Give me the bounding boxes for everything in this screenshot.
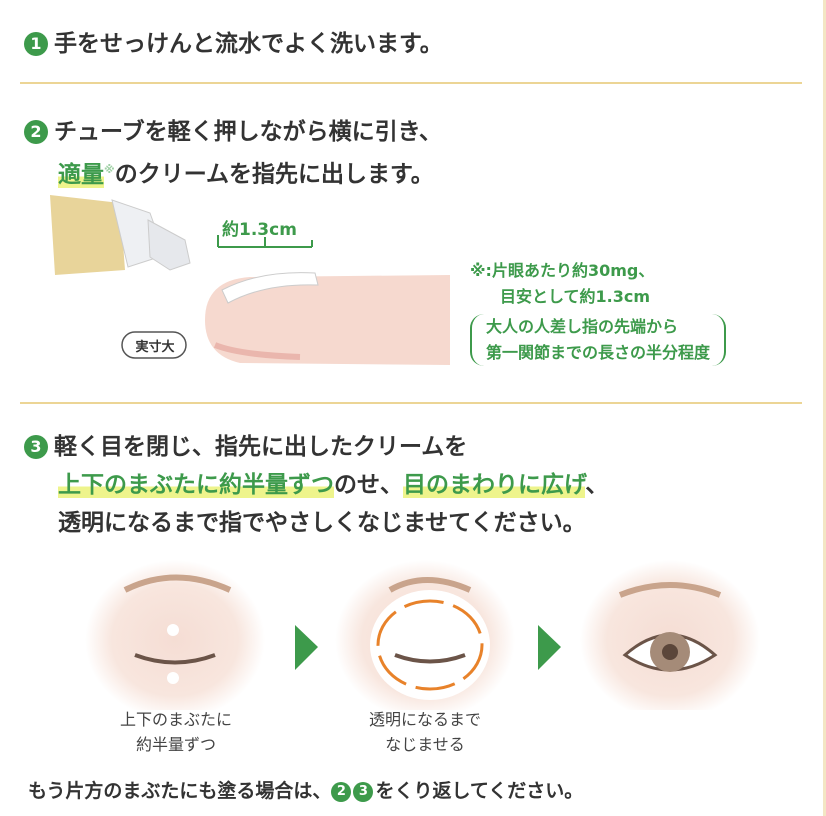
ruler-icon [217,235,313,248]
note-line1: ※:片眼あたり約30mg、 [470,261,655,280]
amount-note: ※:片眼あたり約30mg、 目安として約1.3cm 大人の人差し指の先端から 第… [470,258,727,366]
step-number-1: 1 [24,32,48,56]
highlight-half: 上下のまぶたに約半量ずつ [58,472,334,498]
finger-icon [205,275,450,365]
step-2-line2: のクリームを指先に出します。 [114,161,434,188]
step-number-2: 2 [331,782,352,802]
arrow-right-icon [538,625,561,670]
step-1-text: 手をせっけんと流水でよく洗います。 [54,31,443,57]
step-number-3: 3 [24,435,48,459]
open-eye-icon [580,560,760,710]
step-3-line2-end: 、 [585,472,609,498]
actual-size-label: 実寸大 [135,340,175,355]
highlight-spread: 目のまわりに広げ [403,472,586,498]
tube-finger-illustration [50,195,450,365]
caption-1-line1: 上下のまぶたに [119,710,232,729]
closed-eye-icon [85,560,265,710]
highlight-amount: 適量 [58,161,104,188]
arrow-right-icon [295,625,318,670]
note-paren-line1: 大人の人差し指の先端から [486,317,679,336]
spreading-eye-icon [335,560,515,710]
step-3-line2-mid: のせ、 [334,472,403,498]
step-2-line1: チューブを軽く押しながら横に引き、 [54,119,443,145]
divider [20,402,802,404]
note-line2: 目安として約1.3cm [500,287,651,306]
tube-icon [50,195,191,275]
eye-steps-illustration [85,560,760,710]
footer-post: をくり返してください。 [375,780,584,802]
footer-pre: もう片方のまぶたにも塗る場合は、 [28,780,332,802]
step-number-3: 3 [353,782,374,802]
caption-1: 上下のまぶたに約半量ずつ [76,707,276,757]
caption-2-line2: なじませる [385,735,465,754]
step-3-line1: 軽く目を閉じ、指先に出したクリームを [54,434,468,460]
caption-1-line2: 約半量ずつ [135,735,216,754]
note-paren-line2: 第一関節までの長さの半分程度 [486,343,711,362]
caption-2: 透明になるまでなじませる [325,707,525,757]
measure-label: 約1.3cm [222,220,297,240]
divider [20,82,802,84]
cream-icon [221,272,319,304]
step-number-2: 2 [24,120,48,144]
note-paren: 大人の人差し指の先端から 第一関節までの長さの半分程度 [470,314,727,366]
step-3-line3: 透明になるまで指でやさしくなじませてください。 [58,510,586,536]
note-mark: ※ [104,163,115,176]
caption-2-line1: 透明になるまで [368,710,481,729]
actual-size-badge [121,331,187,359]
